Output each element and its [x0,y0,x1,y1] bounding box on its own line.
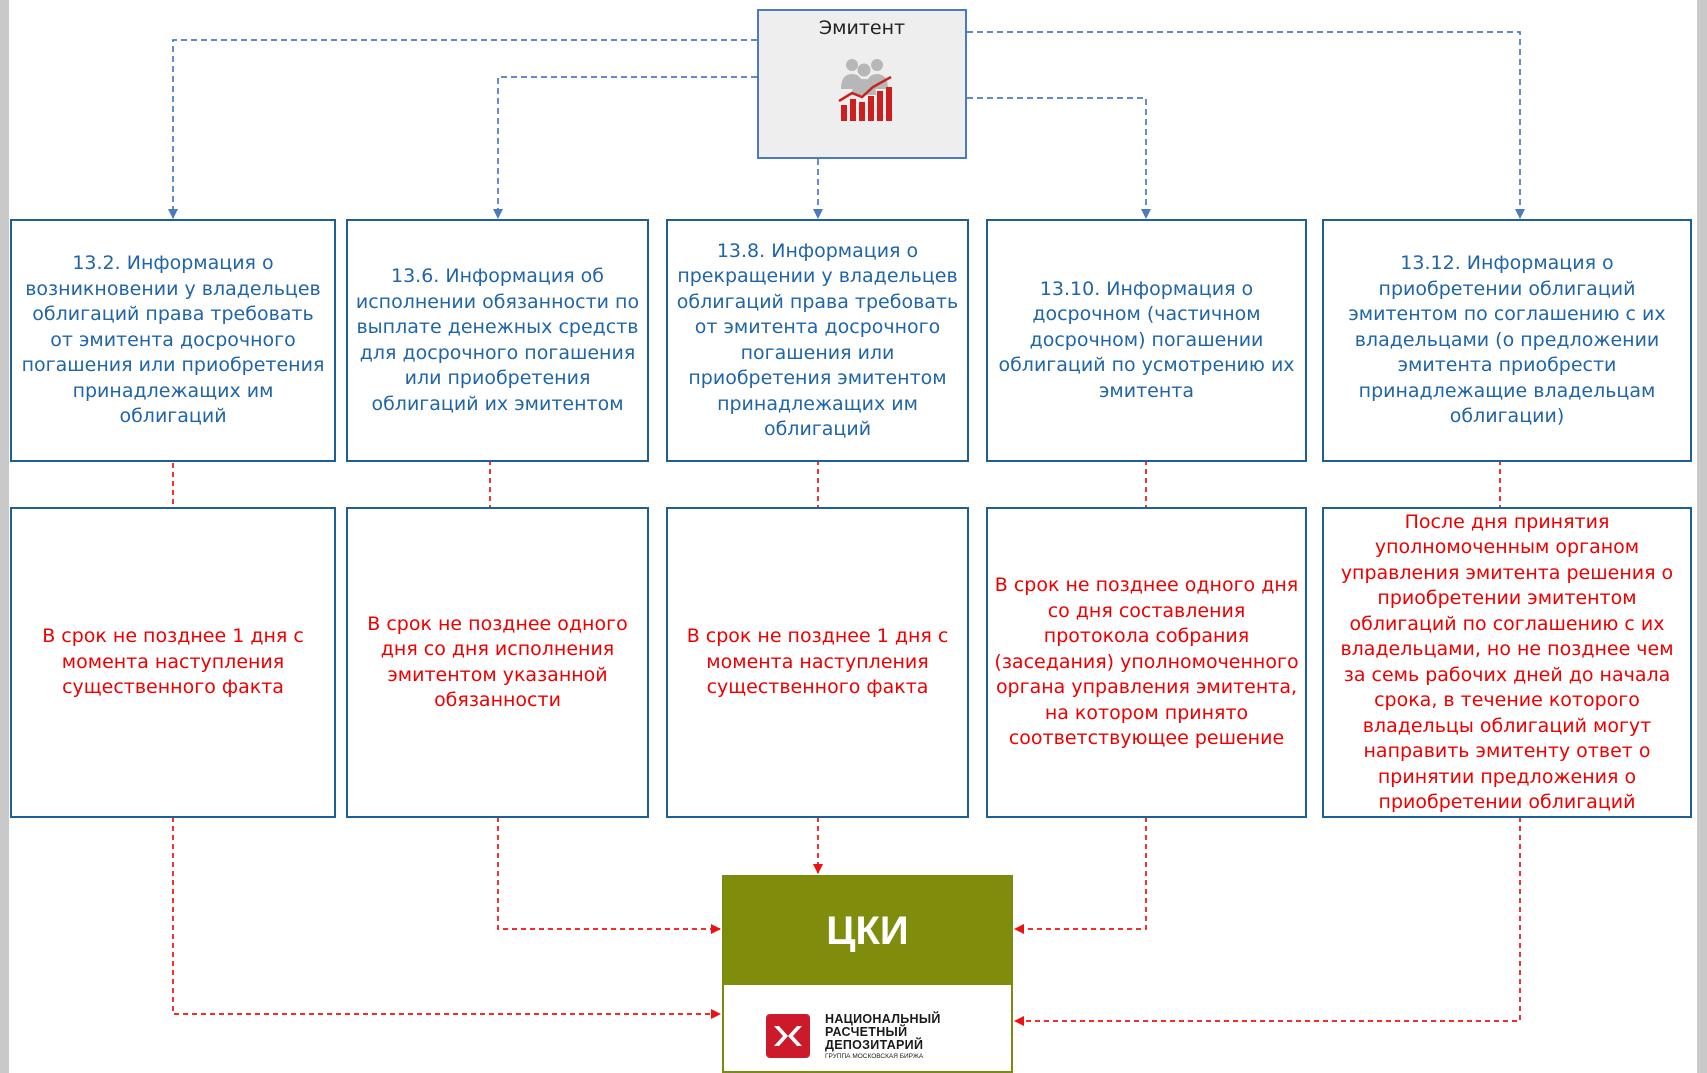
right-margin-bar [1697,0,1707,1073]
deadline-text-13-2: В срок не позднее 1 дня с момента наступ… [42,625,304,699]
connector-13-12-cki [1013,817,1521,1027]
deadline-text-13-10: В срок не позднее одного дня со дня сост… [994,574,1299,750]
cki-node: ЦКИ НАЦИОНАЛЬНЫЙ РАСЧЕТНЫЙ ДЕПОЗИТАРИЙ Г… [722,875,1013,1073]
connector-issuer-13-10 [967,97,1152,220]
nsd-line-2: РАСЧЕТНЫЙ [825,1025,908,1039]
connector-13-10-cki [1013,817,1147,935]
nsd-line-1: НАЦИОНАЛЬНЫЙ [825,1012,941,1026]
deadline-text-13-12: После дня принятия уполномоченным органо… [1340,510,1674,814]
info-text-13-8: 13.8. Информация о прекращении у владель… [676,239,959,441]
nsd-line-3: ДЕПОЗИТАРИЙ [825,1038,924,1052]
nsd-logo-text: НАЦИОНАЛЬНЫЙ РАСЧЕТНЫЙ ДЕПОЗИТАРИЙ ГРУПП… [825,1013,941,1062]
deadline-box-13-12: После дня принятия уполномоченным органо… [1322,507,1692,818]
people-chart-icon [838,59,892,121]
connector-13-2-cki [172,817,722,1020]
info-text-13-10: 13.10. Информация о досрочном (частичном… [998,277,1295,402]
info-box-13-8: 13.8. Информация о прекращении у владель… [666,219,969,462]
issuer-label: Эмитент [818,17,906,39]
issuer-node: Эмитент [757,9,967,159]
deadline-text-13-8: В срок не позднее 1 дня с момента наступ… [686,625,949,699]
left-margin-bar [0,0,9,1073]
connector-issuer-13-6 [492,76,757,220]
info-text-13-2: 13.2. Информация о возникновении у владе… [21,252,325,428]
info-box-13-10: 13.10. Информация о досрочном (частичном… [986,219,1307,462]
connector-issuer-13-12 [967,31,1526,220]
deadline-box-13-8: В срок не позднее 1 дня с момента наступ… [666,507,969,818]
deadline-box-13-10: В срок не позднее одного дня со дня сост… [986,507,1307,818]
info-text-13-12: 13.12. Информация о приобретении облигац… [1348,252,1666,428]
cki-label: ЦКИ [724,877,1011,985]
deadline-box-13-6: В срок не позднее одного дня со дня испо… [346,507,649,818]
info-box-13-12: 13.12. Информация о приобретении облигац… [1322,219,1692,462]
nsd-logo-icon [766,1014,810,1058]
info-text-13-6: 13.6. Информация об исполнении обязаннос… [355,265,640,415]
info-box-13-2: 13.2. Информация о возникновении у владе… [10,219,336,462]
nsd-subtitle: ГРУППА МОСКОВСКАЯ БИРЖА [825,1053,924,1060]
deadline-box-13-2: В срок не позднее 1 дня с момента наступ… [10,507,336,818]
connector-issuer-13-2 [167,39,757,220]
connector-13-6-cki [497,817,722,935]
info-box-13-6: 13.6. Информация об исполнении обязаннос… [346,219,649,462]
deadline-text-13-6: В срок не позднее одного дня со дня испо… [367,612,628,712]
